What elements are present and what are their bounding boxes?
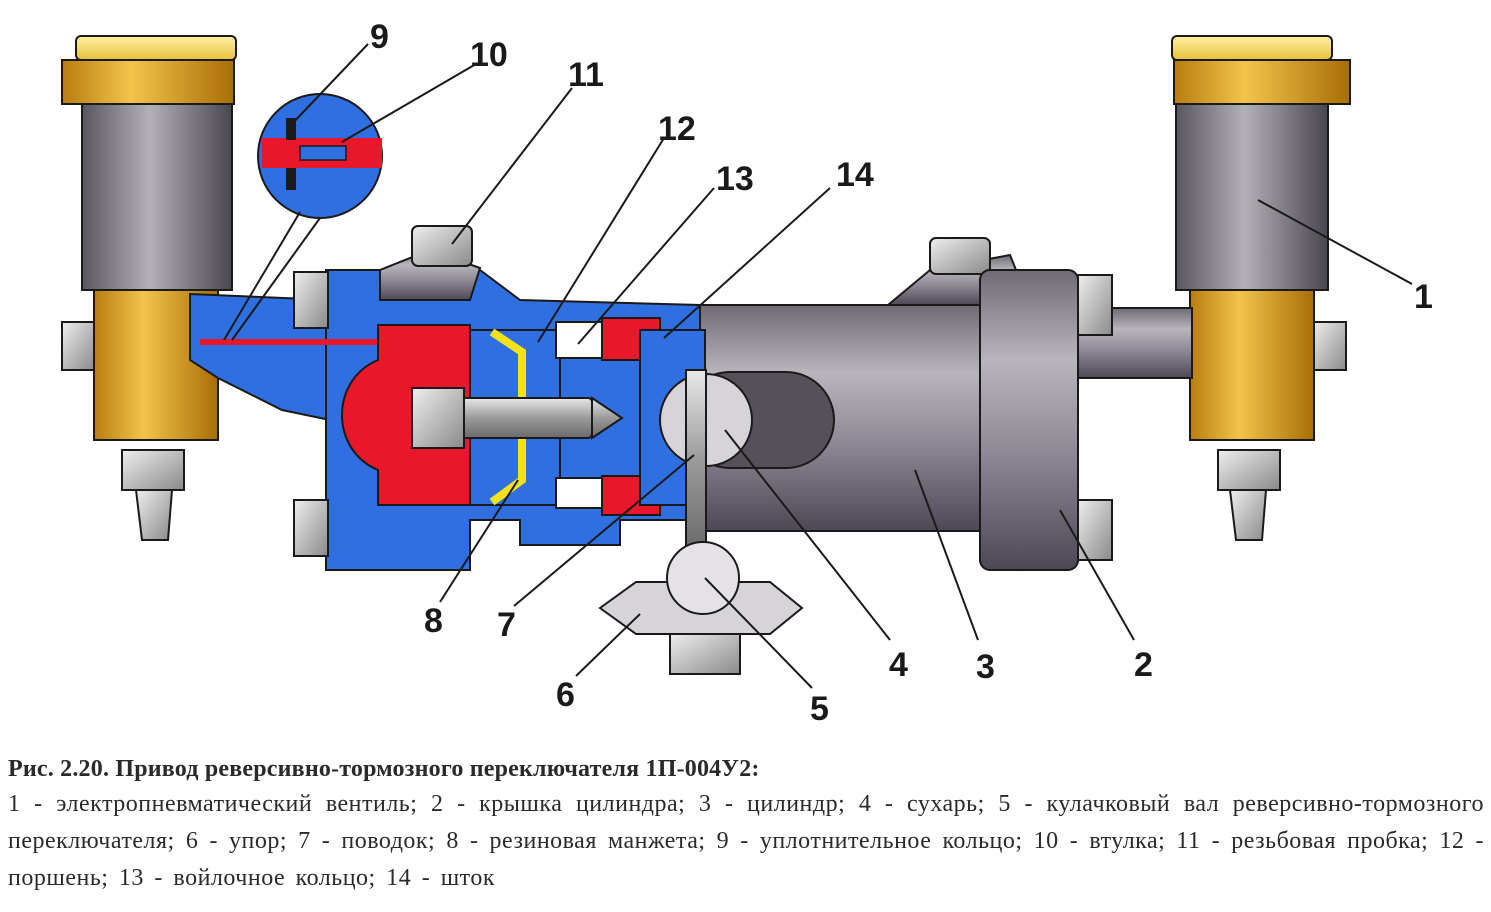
cover-bolt-bottom <box>1077 499 1113 561</box>
leader-5 <box>704 577 813 689</box>
cover-bolt-top <box>1077 274 1113 336</box>
callout-7: 7 <box>497 606 516 644</box>
caption-title: Рис. 2.20. Привод реверсивно-тормозного … <box>8 756 760 782</box>
camshaft <box>666 541 740 615</box>
figure-caption: Рис. 2.20. Привод реверсивно-тормозного … <box>8 752 1484 897</box>
left-valve-side-nut <box>61 321 95 371</box>
right-valve-lower-brass <box>1189 289 1315 441</box>
inset-pointer-a <box>223 211 301 341</box>
caption-legend: 1 - электропневматический вентиль; 2 - к… <box>8 791 1484 891</box>
callout-8: 8 <box>424 602 443 640</box>
callout-10: 10 <box>470 36 508 74</box>
left-cap-red <box>341 324 471 506</box>
housing-bolt-bottom <box>293 499 329 557</box>
housing-bolt-top <box>293 271 329 329</box>
actuator-diagram: 1 2 3 4 5 6 7 8 9 10 11 12 13 14 <box>61 18 1433 728</box>
callout-4: 4 <box>889 646 908 684</box>
cylinder-cover <box>979 269 1079 571</box>
inset-pointer-b <box>231 217 321 341</box>
callout-2: 2 <box>1134 646 1153 684</box>
stop-nut <box>669 633 741 675</box>
left-valve-cap <box>75 35 237 61</box>
cylinder-assembly <box>681 237 1193 571</box>
callout-5: 5 <box>810 690 829 728</box>
callout-9: 9 <box>370 18 389 56</box>
inset-sleeve <box>299 145 347 161</box>
leader-9 <box>289 43 369 127</box>
leader-13 <box>577 187 715 345</box>
right-valve-fitting <box>1228 489 1268 541</box>
leader-6 <box>575 613 641 677</box>
leader-7 <box>513 454 695 607</box>
left-electropneumatic-valve <box>61 35 237 541</box>
callout-1: 1 <box>1414 278 1433 316</box>
inset-seal-bottom <box>286 168 296 190</box>
right-valve-coil <box>1175 103 1329 291</box>
leader-12 <box>537 137 665 343</box>
leader-10 <box>341 63 477 143</box>
camshaft-assembly <box>598 369 804 675</box>
left-valve-top-brass <box>61 59 235 105</box>
left-valve-fitting <box>134 489 174 541</box>
threaded-plug <box>411 225 473 267</box>
cylinder-top-screw <box>929 237 991 275</box>
leader-lines <box>289 43 1413 689</box>
callout-11: 11 <box>568 56 604 94</box>
felt-ring-top <box>555 321 603 359</box>
leader-4 <box>724 429 891 641</box>
left-valve-coil <box>81 103 233 291</box>
right-valve-side-nut <box>1313 321 1347 371</box>
piston-bolt-tip <box>591 396 624 440</box>
left-valve-bottom-nut <box>121 449 185 491</box>
leader-11 <box>451 87 573 245</box>
leader-14 <box>663 187 831 339</box>
callout-6: 6 <box>556 676 575 714</box>
right-valve-cap <box>1171 35 1333 61</box>
right-valve-top-brass <box>1173 59 1351 105</box>
right-electropneumatic-valve <box>1171 35 1351 541</box>
leader-3 <box>914 469 979 641</box>
detail-inset <box>223 93 383 341</box>
leader-8 <box>439 479 519 603</box>
callout-13: 13 <box>716 160 754 198</box>
callout-12: 12 <box>658 110 696 148</box>
driver-lever <box>685 369 707 553</box>
callout-labels: 1 2 3 4 5 6 7 8 9 10 11 12 13 14 <box>370 18 1433 728</box>
callout-3: 3 <box>976 648 995 686</box>
callout-14: 14 <box>836 156 874 194</box>
felt-ring-bottom <box>555 477 603 509</box>
leader-2 <box>1059 509 1135 641</box>
piston-nut <box>411 387 465 449</box>
left-housing-section <box>189 225 706 571</box>
leader-1 <box>1257 199 1413 285</box>
inset-seal-top <box>286 118 296 140</box>
right-valve-bottom-nut <box>1217 449 1281 491</box>
